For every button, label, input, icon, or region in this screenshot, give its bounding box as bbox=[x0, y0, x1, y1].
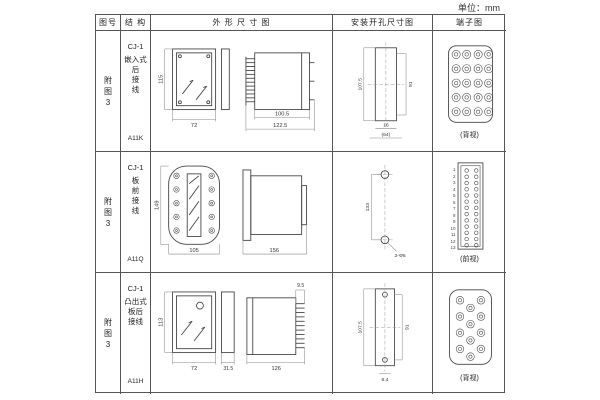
body-side-view bbox=[245, 296, 305, 355]
dim-cutout-height: 107.5 bbox=[357, 320, 363, 333]
outline-drawing-row2: 149 105 156 bbox=[154, 165, 307, 255]
mounting-drawing-row2: 133 2-Φ5 bbox=[365, 164, 405, 259]
dimension-lines bbox=[363, 288, 402, 374]
dim-depth: 126 bbox=[271, 366, 280, 372]
terminal-drawing-row3 bbox=[448, 288, 492, 365]
dim-hole-pitch: 133 bbox=[365, 203, 371, 212]
figure-cell-row3: 附 图 3 bbox=[96, 273, 121, 394]
terminal-view-label: (背视) bbox=[460, 374, 479, 382]
terminal-cell-row2: 1 2 3 4 5 6 7 8 9 10 11 12 13 (前视) bbox=[433, 152, 506, 273]
dim-width: 72 bbox=[190, 366, 196, 372]
structure-cell-row2: CJ-1 板 前 接 线 A11Q bbox=[121, 152, 151, 273]
dim-hole-pitch-v: 91 bbox=[404, 324, 410, 330]
dim-depth1: 100.5 bbox=[275, 111, 289, 117]
figure-cell-row1: 附 图 3 bbox=[96, 31, 121, 152]
dim-cutout-height: 107.5 bbox=[357, 78, 363, 91]
terminal-cell-row3: (背视) bbox=[433, 273, 506, 394]
series-label: CJ-1 bbox=[127, 163, 144, 172]
mounting-drawing-row1: 107.5 91 16 (64) bbox=[357, 42, 413, 139]
terminal-view-label: (背视) bbox=[460, 132, 479, 139]
terminal-view-label: (前视) bbox=[460, 256, 479, 263]
dimension-lines bbox=[163, 289, 305, 364]
dimension-lines bbox=[370, 174, 397, 252]
mounting-cell-row1: 107.5 91 16 (64) bbox=[333, 31, 433, 152]
dimension-lines bbox=[160, 165, 307, 255]
structure-cell-row3: CJ-1 凸出式 板后 接线 A11H bbox=[121, 273, 151, 394]
header-terminal: 端子图 bbox=[433, 15, 506, 31]
outline-drawing-row1: 115 72 100.5 122.5 bbox=[158, 48, 315, 132]
dim-depth2: 122.5 bbox=[273, 123, 287, 129]
dim-height: 149 bbox=[154, 200, 160, 209]
outline-cell-row1: 115 72 100.5 122.5 bbox=[151, 31, 333, 152]
mounting-cell-row3: 107.5 91 6.4 bbox=[333, 273, 433, 394]
series-label: CJ-1 bbox=[127, 42, 144, 51]
model-code: A11H bbox=[127, 378, 144, 385]
terminal-strip-inner bbox=[460, 165, 480, 247]
model-code: A11K bbox=[127, 135, 144, 142]
dim-stud: 9.5 bbox=[297, 283, 304, 289]
center-line bbox=[376, 164, 393, 252]
figure-label: 附 图 3 bbox=[104, 196, 112, 228]
dim-hole-dia: 6.4 bbox=[381, 377, 388, 383]
structure-name: 嵌入式 后 接 线 bbox=[124, 55, 147, 94]
series-label: CJ-1 bbox=[127, 284, 144, 293]
mounting-drawing-row3: 107.5 91 6.4 bbox=[357, 282, 410, 383]
terminal-numbers: 1 2 3 4 5 6 7 8 9 10 11 12 13 bbox=[450, 167, 456, 250]
terminal-drawing-row1 bbox=[447, 45, 493, 123]
dim-cutout-width: 16 bbox=[383, 123, 389, 129]
dimension-lines bbox=[363, 47, 406, 139]
model-code: A11Q bbox=[127, 256, 144, 263]
front-plate-view bbox=[167, 165, 220, 245]
mounting-cell-row2: 133 2-Φ5 bbox=[333, 152, 433, 273]
front-plate-view bbox=[171, 48, 230, 111]
outline-drawing-row3: 113 72 31.5 9.5 126 bbox=[158, 283, 305, 372]
terminal-cell-row1: (背视) bbox=[433, 31, 506, 152]
header-outline: 外 形 尺 寸 图 bbox=[151, 15, 333, 31]
dim-hole-pitch-v: 91 bbox=[407, 81, 413, 87]
header-structure: 结 构 bbox=[121, 15, 151, 31]
side-view-with-pins bbox=[244, 52, 314, 111]
terminal-drawing-row2 bbox=[457, 162, 483, 250]
figure-cell-row2: 附 图 3 bbox=[96, 152, 121, 273]
terminal-block bbox=[448, 288, 492, 365]
dim-height: 115 bbox=[158, 75, 164, 84]
unit-label: 单位：mm bbox=[458, 3, 500, 13]
dimension-table: 图号 结 构 外 形 尺 寸 图 安装开孔尺寸图 端子图 附 图 3 CJ-1 … bbox=[95, 14, 506, 394]
hole-spec-label: 2-Φ5 bbox=[394, 253, 405, 259]
terminal-strip-wrap: 1 2 3 4 5 6 7 8 9 10 11 12 13 bbox=[435, 160, 505, 252]
dim-width: 105 bbox=[189, 248, 198, 254]
structure-name: 凸出式 板后 接线 bbox=[124, 297, 147, 326]
dim-height: 113 bbox=[158, 317, 164, 326]
front-plate-view bbox=[171, 291, 235, 353]
body-side-view bbox=[242, 169, 307, 241]
terminal-strip bbox=[457, 162, 483, 250]
figure-label: 附 图 3 bbox=[104, 75, 112, 107]
dim-collar: 31.5 bbox=[223, 366, 233, 372]
dim-hole-pitch-h: (64) bbox=[381, 132, 390, 138]
header-mounting: 安装开孔尺寸图 bbox=[333, 15, 433, 31]
center-lines bbox=[369, 282, 400, 371]
center-lines bbox=[367, 42, 404, 127]
dimension-lines bbox=[163, 48, 315, 132]
figure-label: 附 图 3 bbox=[104, 318, 112, 349]
dim-depth: 156 bbox=[269, 248, 278, 254]
outline-cell-row3: 113 72 31.5 9.5 126 bbox=[151, 273, 333, 394]
structure-name: 板 前 接 线 bbox=[131, 176, 140, 215]
dim-width: 72 bbox=[190, 123, 196, 129]
outline-cell-row2: 149 105 156 bbox=[151, 152, 333, 273]
header-figure: 图号 bbox=[96, 15, 121, 31]
structure-cell-row1: CJ-1 嵌入式 后 接 线 A11K bbox=[121, 31, 151, 152]
